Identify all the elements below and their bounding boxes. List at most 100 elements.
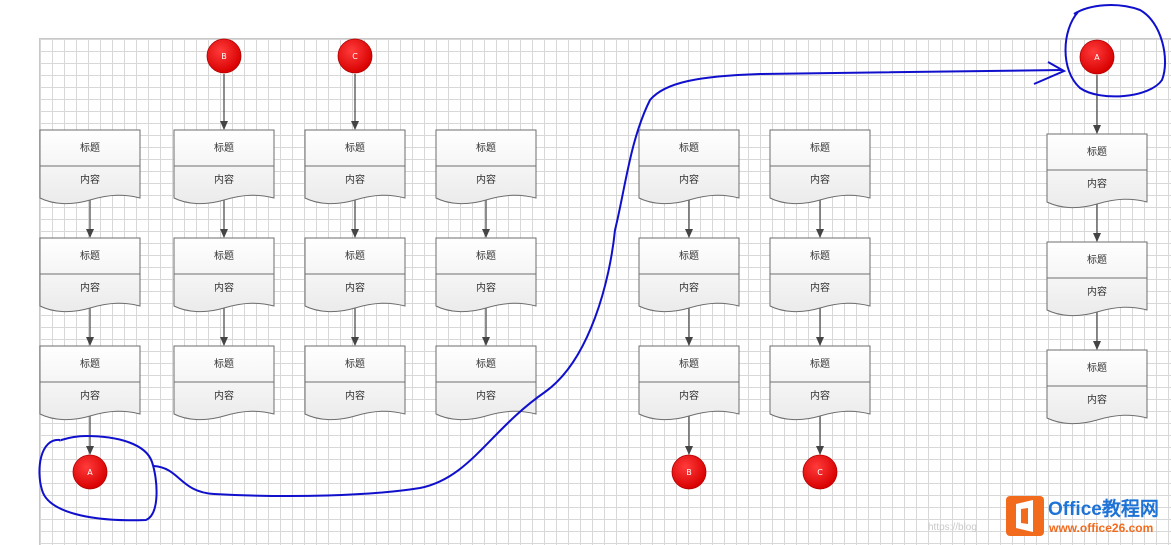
connector-a: A bbox=[1079, 39, 1115, 75]
box-body: 内容 bbox=[1087, 177, 1107, 190]
connector-label: A bbox=[87, 468, 93, 477]
box-shape bbox=[304, 345, 406, 421]
box-body: 内容 bbox=[80, 281, 100, 294]
box-body: 内容 bbox=[679, 281, 699, 294]
box-body: 内容 bbox=[476, 173, 496, 186]
box-shape bbox=[39, 345, 141, 421]
connector-circle bbox=[337, 38, 373, 74]
box-shape bbox=[173, 237, 275, 313]
box-shape bbox=[769, 129, 871, 205]
box-shape bbox=[769, 345, 871, 421]
annotation-loop bbox=[1064, 4, 1166, 98]
box-body: 内容 bbox=[345, 389, 365, 402]
box-body: 内容 bbox=[80, 173, 100, 186]
box-title: 标题 bbox=[80, 250, 100, 262]
office-logo-icon bbox=[1006, 496, 1044, 536]
box-body: 内容 bbox=[810, 173, 830, 186]
box-shape bbox=[638, 345, 740, 421]
box-title: 标题 bbox=[476, 250, 496, 262]
logo-url: www.office26.com bbox=[1048, 521, 1153, 535]
box-title: 标题 bbox=[214, 358, 234, 370]
box-title: 标题 bbox=[345, 142, 365, 154]
box-shape bbox=[173, 345, 275, 421]
box-title: 标题 bbox=[1087, 146, 1107, 158]
connector-label: A bbox=[1094, 53, 1100, 62]
connector-circle bbox=[1079, 39, 1115, 75]
box-title: 标题 bbox=[476, 142, 496, 154]
connector-circle bbox=[72, 454, 108, 490]
logo-name: Office教程网 bbox=[1048, 497, 1159, 520]
box-title: 标题 bbox=[679, 358, 699, 370]
box-title: 标题 bbox=[476, 358, 496, 370]
box-body: 内容 bbox=[1087, 285, 1107, 298]
connector-label: B bbox=[221, 52, 227, 61]
connector-label: C bbox=[817, 468, 823, 477]
box-shape bbox=[1046, 133, 1148, 209]
connector-c: C bbox=[802, 454, 838, 490]
box-shape bbox=[39, 237, 141, 313]
box-body: 内容 bbox=[810, 389, 830, 402]
connector-b: B bbox=[206, 38, 242, 74]
connector-c: C bbox=[337, 38, 373, 74]
box-shape bbox=[1046, 241, 1148, 317]
diagram-canvas bbox=[39, 38, 1171, 545]
box-title: 标题 bbox=[80, 358, 100, 370]
annotation-arrowhead bbox=[1033, 61, 1067, 85]
box-title: 标题 bbox=[1087, 362, 1107, 374]
office-door-icon bbox=[1016, 500, 1033, 532]
box-shape bbox=[304, 237, 406, 313]
box-body: 内容 bbox=[1087, 393, 1107, 406]
box-body: 内容 bbox=[679, 173, 699, 186]
box-body: 内容 bbox=[476, 281, 496, 294]
annotation-loop bbox=[38, 434, 158, 522]
box-shape bbox=[435, 237, 537, 313]
box-body: 内容 bbox=[214, 281, 234, 294]
box-title: 标题 bbox=[214, 142, 234, 154]
box-shape bbox=[304, 129, 406, 205]
box-title: 标题 bbox=[80, 142, 100, 154]
box-body: 内容 bbox=[214, 389, 234, 402]
box-shape bbox=[39, 129, 141, 205]
box-title: 标题 bbox=[810, 358, 830, 370]
box-title: 标题 bbox=[1087, 254, 1107, 266]
connector-circle bbox=[802, 454, 838, 490]
connector-label: B bbox=[686, 468, 692, 477]
box-body: 内容 bbox=[214, 173, 234, 186]
connector-a: A bbox=[72, 454, 108, 490]
box-shape bbox=[435, 345, 537, 421]
box-title: 标题 bbox=[679, 250, 699, 262]
box-body: 内容 bbox=[80, 389, 100, 402]
box-shape bbox=[1046, 349, 1148, 425]
connector-circle bbox=[206, 38, 242, 74]
box-shape bbox=[638, 129, 740, 205]
box-title: 标题 bbox=[345, 358, 365, 370]
watermark-text: https://blog bbox=[928, 522, 977, 533]
box-body: 内容 bbox=[345, 281, 365, 294]
connector-b: B bbox=[671, 454, 707, 490]
box-title: 标题 bbox=[214, 250, 234, 262]
connector-label: C bbox=[352, 52, 358, 61]
box-title: 标题 bbox=[810, 250, 830, 262]
box-shape bbox=[769, 237, 871, 313]
box-shape bbox=[435, 129, 537, 205]
